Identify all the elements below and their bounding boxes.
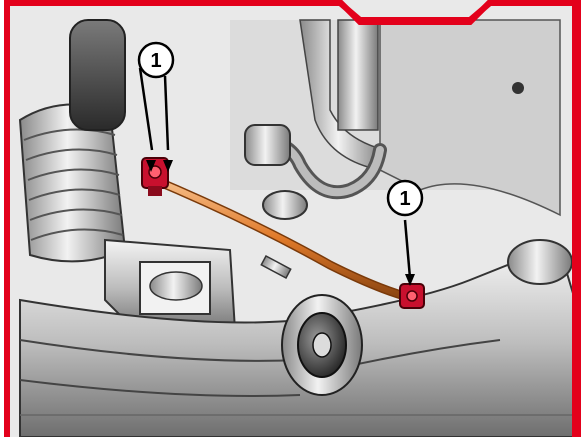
shock-rod — [337, 19, 379, 131]
border-top-left — [4, 0, 342, 6]
arm-bushing — [281, 294, 363, 396]
callout-label: 1 — [399, 188, 410, 210]
frame-hole — [512, 82, 524, 94]
lead-clip — [260, 254, 292, 280]
frame-rail — [379, 19, 561, 217]
border-notch — [335, 0, 495, 25]
ball-joint — [507, 239, 573, 285]
callout-bubble-1: 1 — [137, 41, 175, 79]
tie-rod-end — [69, 19, 126, 131]
fastener-lower — [399, 283, 425, 309]
sensor-lead — [147, 175, 415, 301]
frame-bracket — [104, 238, 237, 337]
border-left — [4, 0, 10, 437]
callout-bubble-2: 1 — [386, 179, 424, 217]
callout-leaders — [138, 67, 412, 279]
border-top-right — [488, 0, 578, 6]
callout-arrow — [163, 160, 173, 172]
callout-arrow — [405, 274, 415, 286]
brake-hose — [244, 124, 387, 220]
border-right — [572, 0, 578, 437]
callout-arrow — [146, 160, 156, 172]
callout-label: 1 — [150, 50, 161, 72]
